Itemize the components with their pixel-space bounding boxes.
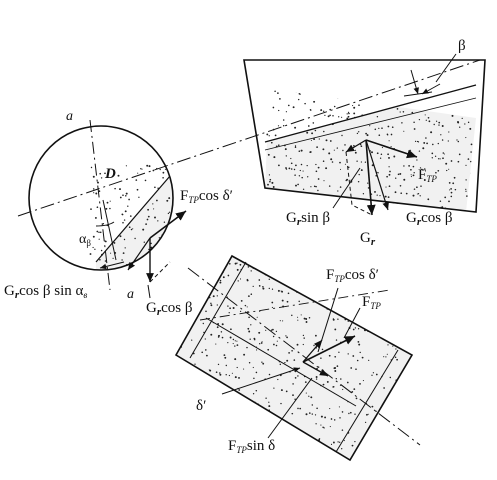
chute-section-bottom [174,254,421,462]
connector-axis [199,289,391,321]
axis-label-a-top: a [66,109,73,124]
drum-cross-section: D a a αβ [28,109,187,302]
label-ftp-cos-delta-circle: FTPcos δ′ [180,188,233,205]
vertical-axis-a [89,119,111,291]
material-fill-top [265,88,476,212]
pointer-gcos-circle [147,284,151,299]
diameter-label: D [104,166,116,182]
alpha-arc [95,221,115,227]
projection-dash-top [345,151,373,216]
gravity-arrow-top [365,139,376,216]
material-surface-line [95,175,171,263]
label-delta-prime: δ′ [196,398,206,414]
label-g-cos-beta-sin-alpha: Grcos β sin αв [4,283,87,301]
chute-box-top [243,59,486,213]
beta-reference-line [403,91,433,97]
gsin-arrow-top [345,139,367,153]
fcos-arrow-bottom [302,339,323,363]
label-g-cos-beta-top: Grcos β [406,210,453,228]
chute-box-bottom [174,254,414,462]
beta-label: β [458,38,466,54]
delta-pointer [221,367,301,395]
material-surface-top-2 [264,97,477,151]
friction-arrow-top [365,139,418,159]
label-ftp-top: FTP [418,167,437,184]
label-g-r: Gr [360,230,376,248]
fcos-label-pointer [317,287,339,353]
beta-label-pointer [435,53,457,83]
projection-dash-circle [149,261,171,283]
material-fill-circle [89,164,173,270]
label-g-cos-beta-circle: Grcos β [146,300,193,318]
alpha-beta-label: αβ [79,232,91,248]
component-arrow-circle [127,237,151,271]
gsin-label-pointer [332,167,361,209]
gcos-arrow-top [365,139,389,211]
ftp-label-pointer [343,307,361,339]
beta-arrow-2 [421,83,441,95]
beta-arrow-1 [410,69,419,95]
fsin-arrow-bottom [302,361,329,377]
main-axis [17,59,481,217]
label-g-sin-beta: Grsin β [286,210,330,228]
inner-line-bottom-2 [335,349,399,453]
fsin-label-pointer [267,377,313,439]
label-ftp-sin-delta: FTPsin δ [228,438,275,455]
label-ftp-bottom: FTP [362,294,381,311]
friction-arrow-bottom [302,335,356,363]
chute-section-top: β [243,38,486,216]
axis-label-a-bottom: a [127,287,134,302]
friction-arrow-circle [149,210,187,239]
label-ftp-cos-delta-bottom: FTPcos δ′ [326,267,379,284]
gravity-line [102,199,117,261]
material-surface-top [264,84,477,143]
drum-circle [28,125,174,271]
pointer-alpha-label [99,261,125,270]
inner-line-bottom-1 [189,261,247,359]
inner-line-bottom-3 [205,317,357,407]
axis-bottom-box [187,267,421,446]
